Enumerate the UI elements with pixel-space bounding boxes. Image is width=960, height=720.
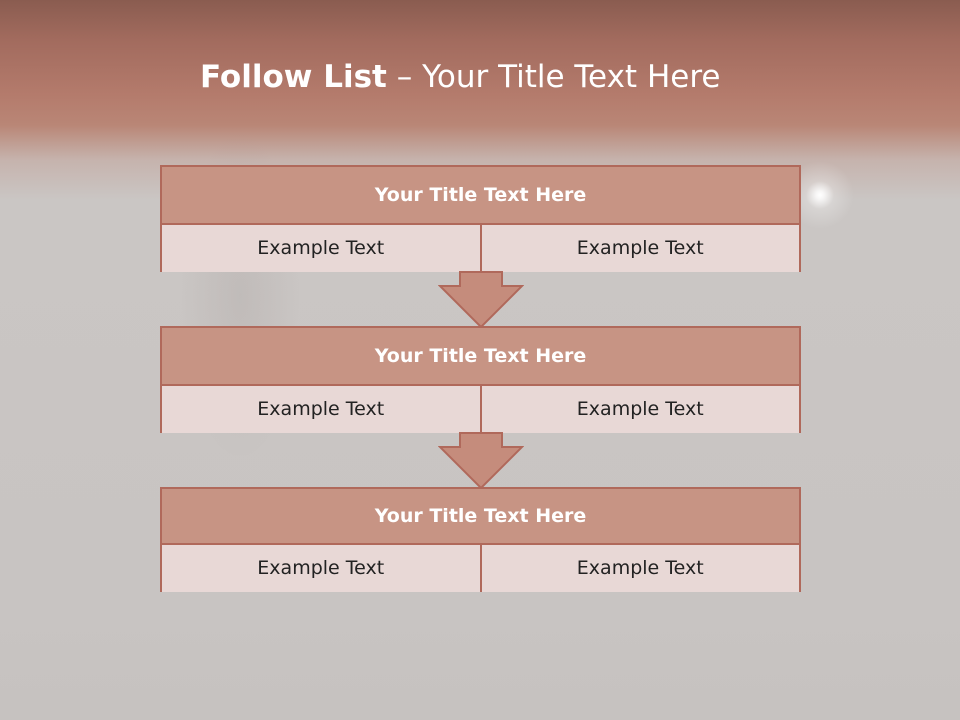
step-title: Your Title Text Here bbox=[374, 184, 587, 206]
slide-title-bold: Follow List bbox=[200, 59, 387, 95]
slide-title: Follow List – Your Title Text Here bbox=[200, 55, 800, 99]
down-arrow-icon bbox=[438, 271, 524, 329]
slide-title-rest: – Your Title Text Here bbox=[386, 59, 721, 95]
step-box-1: Your Title Text Here Example Text Exampl… bbox=[160, 165, 801, 272]
step-row: Example Text Example Text bbox=[162, 543, 799, 592]
step-cell-right: Example Text bbox=[479, 545, 799, 592]
step-row: Example Text Example Text bbox=[162, 223, 799, 272]
step-row: Example Text Example Text bbox=[162, 384, 799, 433]
step-cell-left: Example Text bbox=[162, 386, 480, 433]
step-cell-right: Example Text bbox=[479, 386, 799, 433]
step-cell-right: Example Text bbox=[479, 225, 799, 272]
step-cell-left: Example Text bbox=[162, 545, 480, 592]
step-title: Your Title Text Here bbox=[374, 345, 587, 367]
step-cell-left: Example Text bbox=[162, 225, 480, 272]
step-title: Your Title Text Here bbox=[374, 505, 587, 527]
step-box-2: Your Title Text Here Example Text Exampl… bbox=[160, 326, 801, 433]
step-box-3: Your Title Text Here Example Text Exampl… bbox=[160, 487, 801, 592]
down-arrow-icon bbox=[438, 432, 524, 490]
